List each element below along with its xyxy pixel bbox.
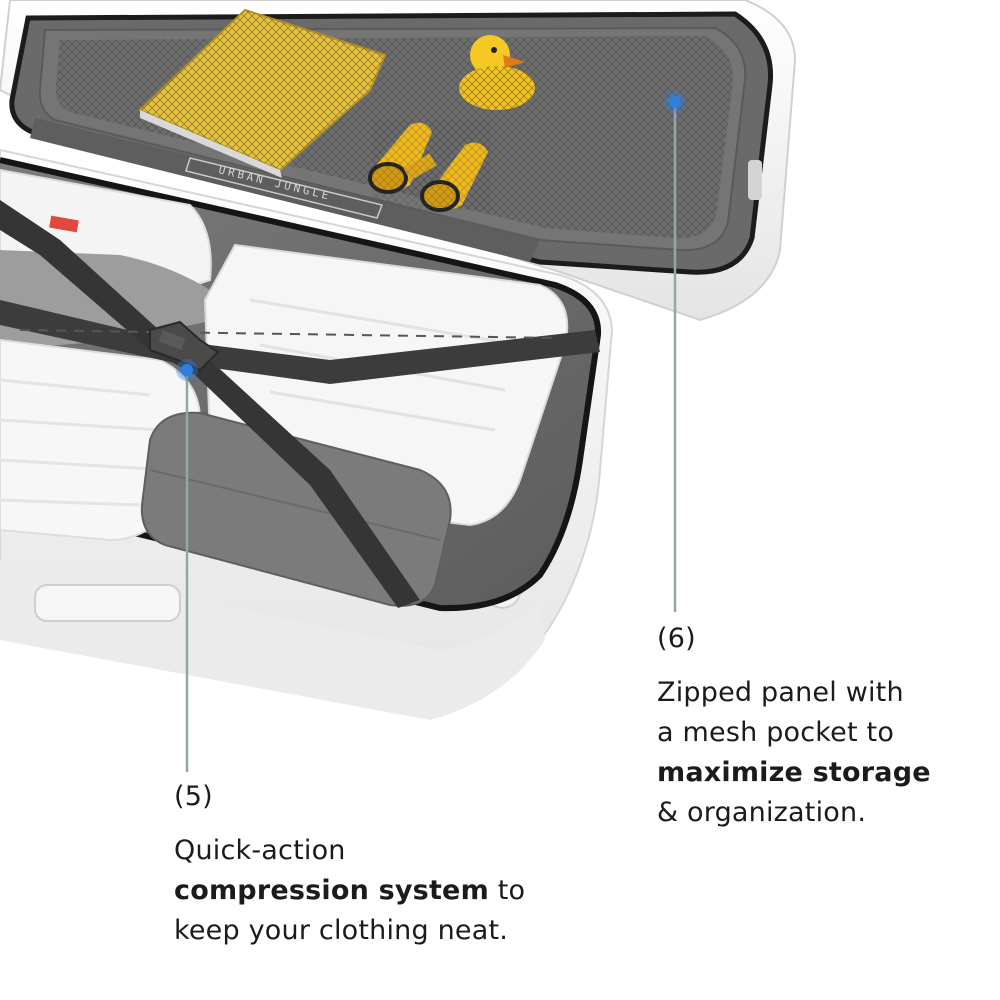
callout-line: keep your clothing neat. [174, 915, 509, 946]
callout-line: a mesh pocket to [657, 717, 895, 748]
callout-compression-system: (5) Quick-action compression system to k… [174, 777, 525, 951]
callout-line: maximize storage [657, 753, 931, 793]
suitcase-lid: URBAN JUNGLE [0, 0, 797, 322]
callout-number: (6) [657, 623, 696, 654]
callout-emphasis: maximize storage [657, 757, 931, 788]
callout-line: Quick-action [174, 835, 346, 866]
compression-straps [0, 200, 600, 608]
rubber-duck [459, 35, 535, 110]
callout-line: compression system to [174, 871, 525, 911]
callout-line: & organization. [657, 797, 867, 828]
strap-buckle [149, 320, 220, 372]
callout-zipped-panel: (6) Zipped panel with a mesh pocket to m… [657, 619, 931, 833]
callout-6-pointer [664, 91, 686, 612]
yellow-notebook [138, 8, 387, 178]
callout-text: to [488, 875, 526, 906]
toy-binoculars [368, 120, 490, 212]
callout-emphasis: compression system [174, 875, 489, 906]
callout-number: (5) [174, 781, 213, 812]
callout-5-pointer [176, 359, 198, 772]
callout-line: Zipped panel with [657, 677, 904, 708]
